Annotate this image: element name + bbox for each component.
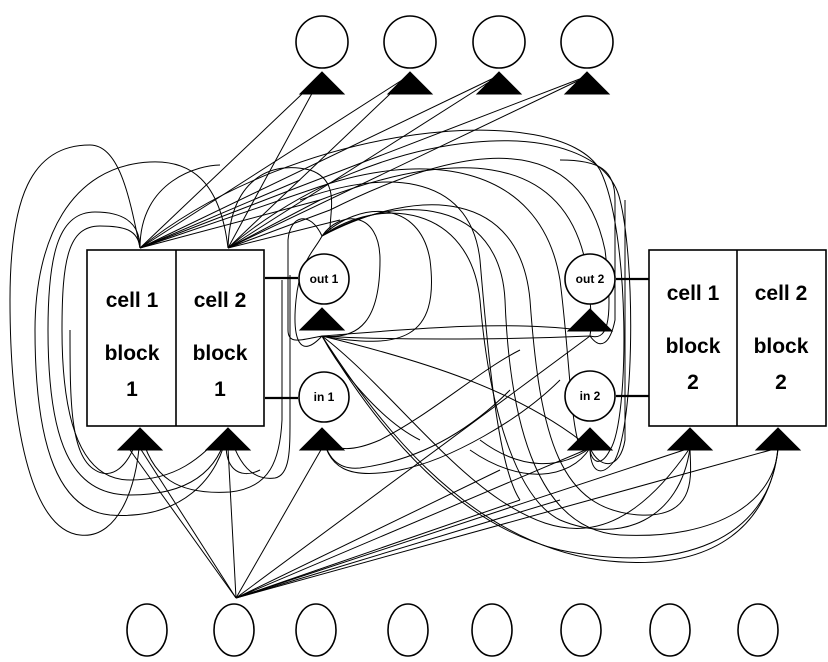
cell-label: cell 2: [194, 289, 247, 312]
port-label: in 2: [580, 389, 601, 403]
block-2-cell-2[interactable]: cell 2 block 2: [754, 282, 809, 394]
port-out-2[interactable]: out 2: [564, 253, 616, 332]
port-in-2[interactable]: in 2: [564, 370, 616, 451]
block-label: block: [754, 335, 809, 358]
top-node[interactable]: [295, 15, 349, 95]
triangle-icon: [298, 427, 346, 451]
bottom-node[interactable]: [560, 603, 602, 657]
port-label: out 1: [310, 272, 339, 286]
bottom-node[interactable]: [126, 603, 168, 657]
bottom-fanout-wires: [129, 335, 779, 599]
triangle-icon: [666, 427, 714, 451]
top-fanout-wires: [139, 74, 591, 249]
block-2-cell-1[interactable]: cell 1 block 2: [666, 282, 721, 394]
bottom-node[interactable]: [213, 603, 255, 657]
block-number: 2: [775, 371, 787, 394]
port-out-1[interactable]: out 1: [298, 253, 350, 331]
triangle-icon: [298, 307, 346, 331]
bottom-node[interactable]: [295, 603, 337, 657]
cell-label: cell 1: [667, 282, 720, 305]
block-2[interactable]: cell 1 block 2 cell 2 block 2: [648, 249, 827, 451]
cell-label: cell 2: [755, 282, 808, 305]
left-arc-wires: [9, 144, 333, 536]
port-in-1[interactable]: in 1: [298, 371, 350, 451]
top-node[interactable]: [560, 15, 614, 95]
port-label: out 2: [576, 272, 605, 286]
triangle-icon: [204, 427, 252, 451]
top-nodes: [295, 15, 614, 95]
bottom-node[interactable]: [471, 603, 513, 657]
top-node[interactable]: [472, 15, 526, 95]
block-label: block: [666, 335, 721, 358]
block-label: block: [193, 342, 248, 365]
block-1[interactable]: cell 1 block 1 cell 2 block 1: [86, 249, 265, 451]
triangle-icon: [386, 71, 434, 95]
bottom-node[interactable]: [387, 603, 429, 657]
bottom-node[interactable]: [649, 603, 691, 657]
triangle-icon: [116, 427, 164, 451]
triangle-icon: [754, 427, 802, 451]
triangle-icon: [563, 71, 611, 95]
port-label: in 1: [314, 390, 335, 404]
block-label: block: [105, 342, 160, 365]
cell-label: cell 1: [106, 289, 159, 312]
block-1-cell-1[interactable]: cell 1 block 1: [105, 289, 160, 401]
bottom-node[interactable]: [737, 603, 779, 657]
triangle-icon: [566, 427, 614, 451]
triangle-icon: [298, 71, 346, 95]
bottom-nodes: [126, 603, 779, 657]
block-number: 1: [126, 378, 138, 401]
block-1-cell-2[interactable]: cell 2 block 1: [193, 289, 248, 401]
triangle-icon: [566, 308, 614, 332]
block-number: 2: [687, 371, 699, 394]
top-node[interactable]: [383, 15, 437, 95]
triangle-icon: [475, 71, 523, 95]
block-number: 1: [214, 378, 226, 401]
